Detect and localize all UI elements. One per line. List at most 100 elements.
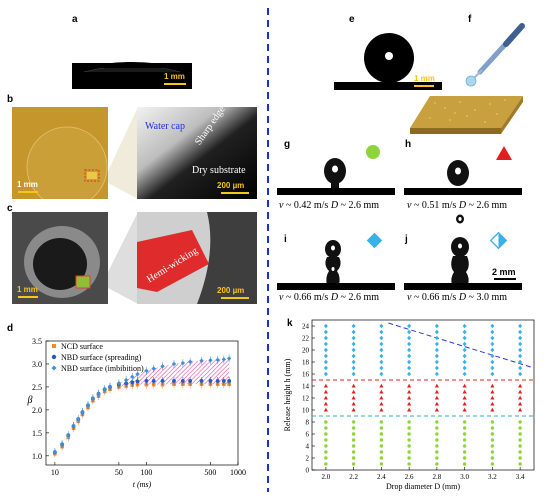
data-point [462, 383, 467, 388]
data-point [490, 353, 495, 359]
data-point [379, 450, 384, 454]
data-point [379, 426, 384, 430]
data-point [324, 456, 328, 460]
data-point [323, 341, 328, 347]
data-point [351, 432, 356, 436]
y-tick-label: 2.0 [32, 406, 42, 415]
x-tick-label: 1000 [230, 468, 246, 477]
data-point [379, 323, 384, 329]
data-point [123, 377, 129, 383]
data-point [130, 374, 135, 380]
panel-letter-b: b [7, 94, 14, 105]
data-point [490, 323, 495, 329]
zoom-callout [108, 107, 138, 199]
diameter-symbol: D [330, 292, 339, 303]
x-tick-label: 3.0 [460, 473, 469, 481]
pipette-icon [473, 23, 525, 79]
data-point [351, 359, 356, 365]
data-point [407, 353, 412, 359]
data-point [160, 379, 165, 383]
data-point [323, 389, 328, 394]
data-point [379, 383, 384, 388]
data-point [323, 323, 328, 329]
data-point [490, 456, 495, 460]
data-point [490, 341, 495, 347]
scale-label: 2 mm [492, 267, 516, 277]
data-point [379, 395, 384, 400]
scale-label: 1 mm [17, 285, 38, 294]
y-tick-label: 3.5 [32, 337, 42, 346]
velocity-symbol: v [407, 292, 412, 303]
scale-label: 200 µm [217, 286, 245, 295]
panel-letter-j: j [405, 234, 408, 245]
plot-frame [311, 319, 535, 471]
x-tick-label: 2.0 [322, 473, 331, 481]
data-point [518, 371, 523, 377]
data-point [379, 407, 384, 412]
scale-bar [414, 85, 434, 87]
data-point [490, 432, 495, 436]
data-point [351, 462, 356, 466]
data-point [324, 450, 328, 454]
scale-bar [164, 83, 186, 85]
data-point [518, 444, 522, 448]
y-tick-label: 2.5 [32, 383, 42, 392]
data-point [227, 379, 232, 383]
data-point [518, 353, 523, 359]
data-point [407, 462, 411, 466]
y-tick-label: 1.0 [32, 452, 42, 461]
data-point [434, 383, 439, 388]
data-point [135, 379, 140, 384]
data-point [144, 368, 149, 374]
data-point [407, 444, 411, 448]
data-point [199, 358, 204, 363]
data-point [462, 420, 467, 424]
data-point [407, 329, 412, 335]
data-point [434, 353, 439, 359]
data-point [59, 442, 65, 447]
data-point [323, 365, 328, 371]
data-point [221, 379, 226, 383]
legend-label: NCD surface [61, 342, 103, 351]
data-point [490, 401, 495, 406]
data-point [52, 449, 58, 455]
y-tick-label: 10 [302, 407, 310, 415]
data-point [435, 450, 439, 454]
data-point [434, 359, 439, 365]
data-point [407, 341, 412, 347]
panel-b-zoom-image: Water cap Sharp edge Dry substrate 200 µ… [137, 107, 257, 199]
data-point [407, 395, 412, 400]
legend-marker [51, 365, 57, 371]
data-point [490, 389, 495, 394]
legend-marker [51, 354, 57, 360]
data-point [351, 401, 356, 406]
data-point [518, 389, 523, 394]
x-axis-label: Drop diameter D (mm) [386, 482, 460, 491]
legend-marker [52, 344, 56, 348]
velocity-symbol: v [279, 200, 284, 211]
panel-e-image: 1 mm [334, 22, 442, 90]
data-point [324, 438, 328, 442]
data-point [490, 450, 495, 454]
data-point [71, 423, 76, 429]
y-tick-label: 0 [306, 467, 310, 475]
x-tick-label: 2.8 [433, 473, 442, 481]
data-point [187, 359, 193, 364]
data-point [324, 432, 328, 436]
data-point [518, 450, 522, 454]
velocity-value: ~ 0.66 m/s [285, 292, 329, 303]
data-point [435, 432, 439, 436]
data-point [490, 329, 495, 335]
diameter-value: ~ 3.0 mm [468, 292, 508, 303]
data-point [462, 389, 467, 394]
data-point [518, 420, 522, 424]
data-point [407, 438, 411, 442]
panel-letter-i: i [284, 234, 287, 245]
data-point [379, 420, 384, 424]
data-point [221, 357, 227, 362]
x-tick-label: 3.4 [516, 473, 525, 481]
x-tick-label: 100 [140, 468, 152, 477]
data-point [407, 426, 411, 430]
data-point [434, 395, 439, 400]
